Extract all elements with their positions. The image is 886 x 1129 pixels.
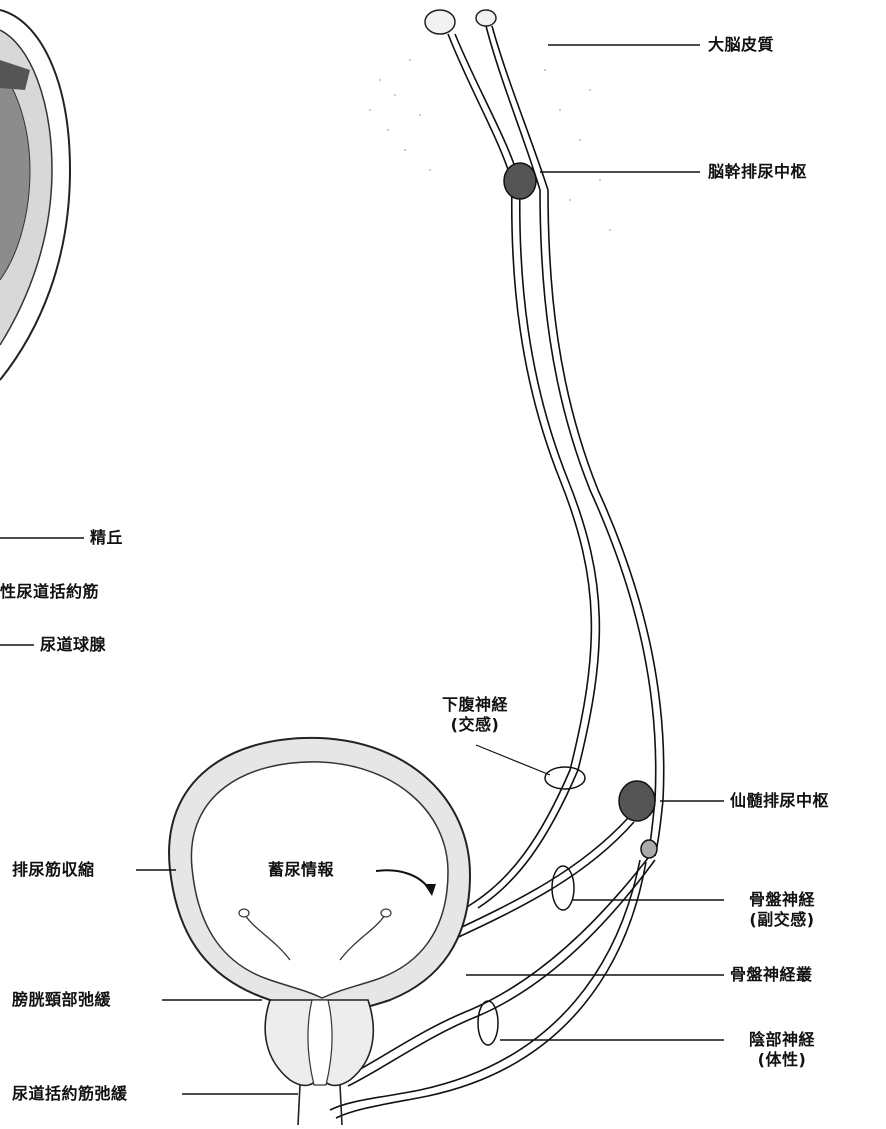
cortex-stipple	[369, 59, 611, 231]
pudendal-nerve-line2: (体性)	[722, 1050, 842, 1070]
label-detrusor-contraction: 排尿筋収縮	[12, 860, 95, 880]
label-cerebral-cortex: 大脳皮質	[708, 35, 774, 55]
spinal-tracts	[448, 26, 664, 908]
sacral-center-subnode	[641, 840, 657, 858]
label-storage-info: 蓄尿情報	[268, 860, 334, 880]
pelvic-nerve-line1: 骨盤神経	[722, 890, 842, 910]
label-urethral-sphincter-relax: 尿道括約筋弛緩	[12, 1084, 128, 1104]
brainstem-center-node	[504, 163, 536, 199]
pelvic-nerve-line2: (副交感)	[722, 910, 842, 930]
label-urethral-sphincter-partial: 性尿道括約筋	[0, 582, 99, 602]
bladder-neck-prostate	[265, 1000, 373, 1125]
label-brainstem-center: 脳幹排尿中枢	[708, 162, 807, 182]
hypogastric-nerve-line2: (交感)	[420, 715, 530, 735]
label-sacral-center: 仙髄排尿中枢	[730, 791, 829, 811]
hypogastric-nerve-marker	[545, 767, 585, 789]
cortex-node-right	[476, 10, 496, 26]
label-bladder-neck-relax: 膀胱頸部弛緩	[12, 990, 111, 1010]
cortex-node-left	[425, 10, 455, 34]
hypogastric-nerve-leader	[476, 745, 550, 775]
label-pudendal-nerve: 陰部神経 (体性)	[722, 1030, 842, 1070]
label-pelvic-nerve: 骨盤神経 (副交感)	[722, 890, 842, 930]
sacral-center-node	[619, 781, 655, 821]
pudendal-nerve-line1: 陰部神経	[722, 1030, 842, 1050]
pudendal-nerve-marker	[478, 1001, 498, 1045]
label-seminal-colliculus: 精丘	[90, 528, 123, 548]
label-pelvic-plexus: 骨盤神経叢	[730, 965, 813, 985]
label-hypogastric-nerve: 下腹神経 (交感)	[420, 695, 530, 735]
hypogastric-nerve-line1: 下腹神経	[420, 695, 530, 715]
label-bulbourethral-gland: 尿道球腺	[40, 635, 106, 655]
left-partial-organ	[0, 10, 70, 380]
